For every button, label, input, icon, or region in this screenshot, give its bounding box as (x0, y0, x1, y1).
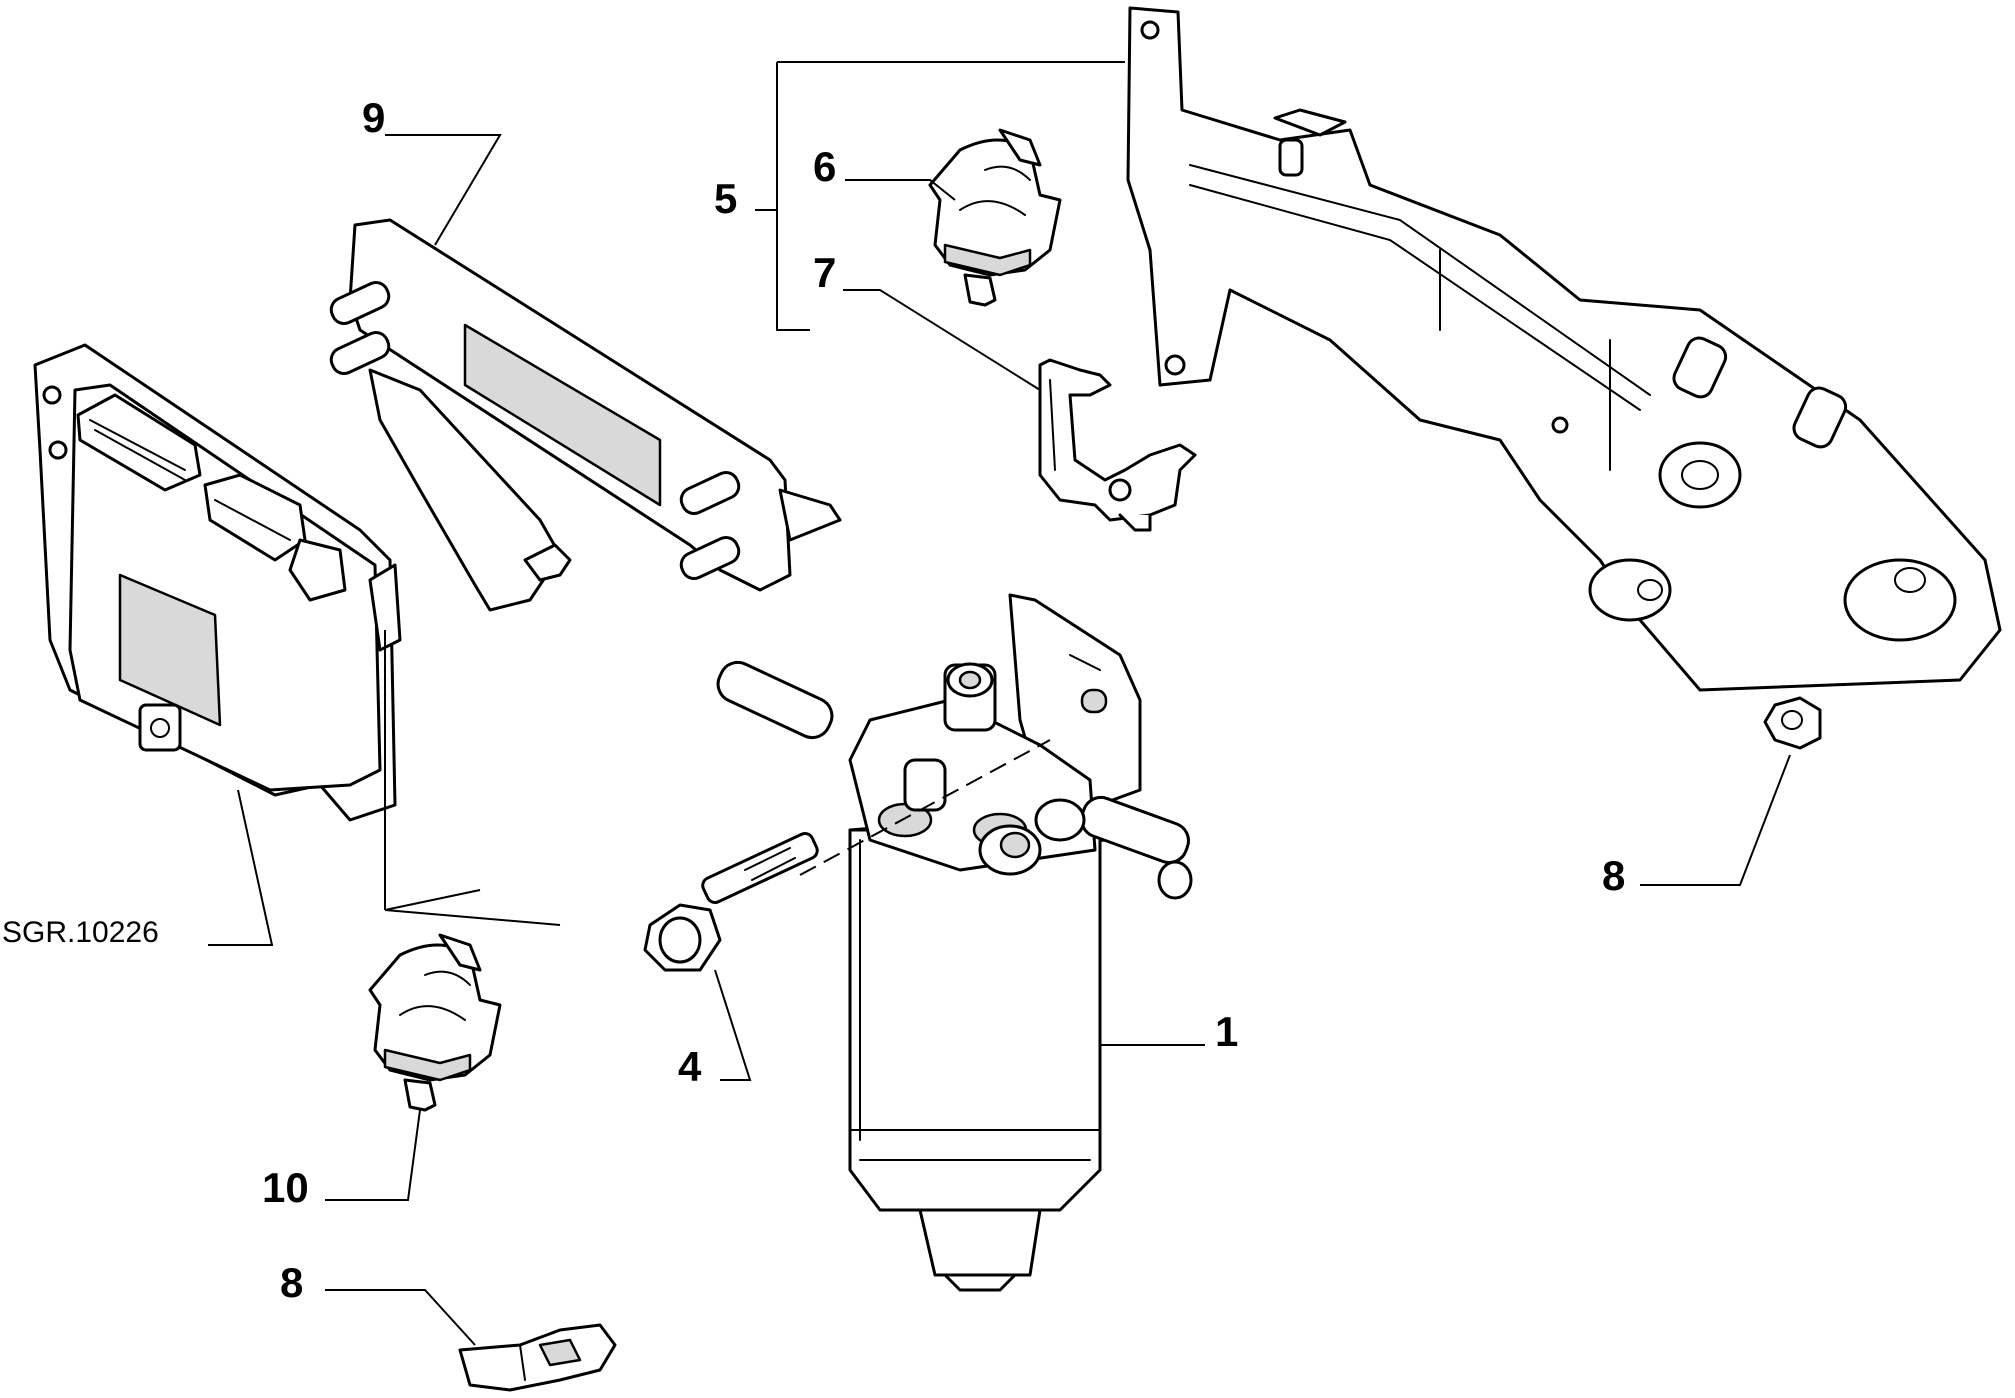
clip-part-7 (1038, 358, 1197, 532)
nut-8-right (1763, 696, 1822, 750)
filter-assembly-1 (716, 593, 1193, 1292)
leader-lines (208, 61, 1791, 1346)
bolt-4 (643, 739, 1051, 972)
callout-7: 7 (813, 249, 836, 296)
clip-part-10 (368, 933, 502, 1112)
callout-9: 9 (362, 94, 385, 141)
callout-4: 4 (678, 1043, 702, 1090)
callout-5: 5 (714, 175, 737, 222)
callout-8-bottom: 8 (280, 1259, 303, 1306)
clip-8-bottom (458, 1323, 617, 1392)
callout-8-right: 8 (1602, 852, 1625, 899)
mounting-plate-9 (329, 218, 842, 612)
callout-6: 6 (813, 143, 836, 190)
drawing-code: SGR.10226 (2, 916, 159, 949)
callout-1: 1 (1215, 1008, 1238, 1055)
callout-10: 10 (262, 1164, 309, 1211)
control-unit (33, 343, 402, 822)
mounting-bracket (1126, 6, 2002, 692)
clip-part-6 (928, 128, 1062, 307)
